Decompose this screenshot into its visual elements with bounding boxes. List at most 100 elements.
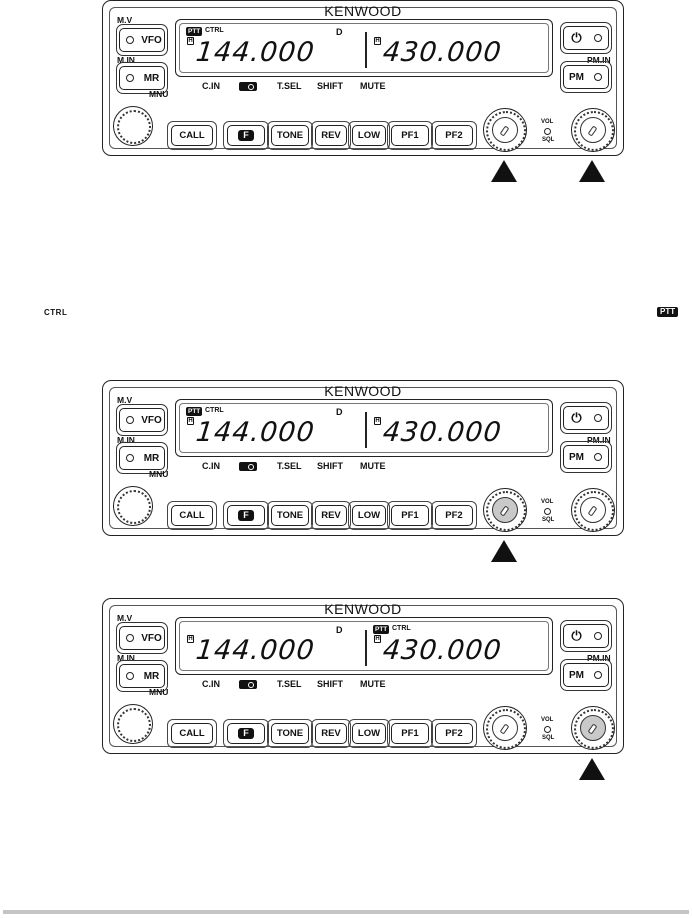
label-mv: M.V <box>117 15 133 25</box>
key-housing <box>223 501 269 530</box>
ctrl-indicator: CTRL <box>205 27 224 34</box>
knob-ring <box>486 491 526 531</box>
key-rev-button[interactable]: REV <box>315 125 347 146</box>
key-label: TONE <box>276 130 304 141</box>
label-mnu: MNU <box>149 687 169 697</box>
f-key-label: F <box>238 130 254 141</box>
power-button[interactable]: ⏻ <box>563 406 609 430</box>
key-f-button[interactable]: F <box>227 125 265 146</box>
pm-button[interactable]: PM <box>563 445 609 469</box>
key-label: LOW <box>357 510 381 521</box>
label-mv: M.V <box>117 395 133 405</box>
power-icon: ⏻ <box>571 30 582 45</box>
vol-sql-indicator-icon <box>544 508 551 515</box>
left-band-knob[interactable] <box>483 488 527 532</box>
left-band-knob[interactable] <box>483 706 527 750</box>
mr-button[interactable]: MR <box>119 664 165 688</box>
key-label: REV <box>321 510 341 521</box>
key-call-button[interactable]: CALL <box>171 125 213 146</box>
vfo-led-icon <box>126 634 134 642</box>
label-cin: C.IN <box>202 461 220 471</box>
key-rev-button[interactable]: REV <box>315 505 347 526</box>
key-housing <box>348 719 390 748</box>
key-pf2-button[interactable]: PF2 <box>435 505 473 526</box>
vfo-button-housing <box>116 622 168 654</box>
key-f-button[interactable]: F <box>227 505 265 526</box>
key-low-button[interactable]: LOW <box>352 723 386 744</box>
pm-button-housing <box>560 659 612 691</box>
left-frequency: 144.000 <box>194 635 317 666</box>
pm-button[interactable]: PM <box>563 65 609 89</box>
key-rev-button[interactable]: REV <box>315 723 347 744</box>
ptt-indicator: PTT <box>186 407 203 416</box>
label-vol: VOL <box>541 119 554 125</box>
key-tone-button[interactable]: TONE <box>271 125 309 146</box>
key-label: REV <box>321 130 341 141</box>
key-lock-icon <box>239 680 257 689</box>
pm-button-housing <box>560 61 612 93</box>
key-pf1-button[interactable]: PF1 <box>391 125 429 146</box>
power-button-housing <box>560 22 612 54</box>
label-shift: SHIFT <box>317 461 343 471</box>
label-shift: SHIFT <box>317 81 343 91</box>
knob-ring <box>574 491 614 531</box>
vfo-label: VFO <box>141 414 162 426</box>
power-led-icon <box>594 632 602 640</box>
power-button[interactable]: ⏻ <box>563 26 609 50</box>
key-f-button[interactable]: F <box>227 723 265 744</box>
key-pf1-button[interactable]: PF1 <box>391 723 429 744</box>
key-lock-icon <box>239 462 257 471</box>
band-divider <box>365 412 367 448</box>
key-label: LOW <box>357 728 381 739</box>
center-d-indicator: D <box>336 407 343 417</box>
key-pf2-button[interactable]: PF2 <box>435 723 473 744</box>
center-d-indicator: D <box>336 625 343 635</box>
power-button[interactable]: ⏻ <box>563 624 609 648</box>
key-housing <box>167 121 217 150</box>
vfo-button[interactable]: VFO <box>119 626 165 650</box>
main-tuning-knob[interactable] <box>113 106 153 146</box>
vfo-button[interactable]: VFO <box>119 28 165 52</box>
key-tone-button[interactable]: TONE <box>271 505 309 526</box>
key-low-button[interactable]: LOW <box>352 125 386 146</box>
right-band-knob[interactable] <box>571 488 615 532</box>
key-low-button[interactable]: LOW <box>352 505 386 526</box>
brand-logo: KENWOOD <box>324 601 402 617</box>
mr-button-housing <box>116 660 168 692</box>
main-tuning-knob[interactable] <box>113 486 153 526</box>
right-band-knob[interactable] <box>571 108 615 152</box>
mr-label: MR <box>143 452 160 464</box>
lcd-bezel <box>179 621 549 671</box>
left-band-knob[interactable] <box>483 108 527 152</box>
key-call-button[interactable]: CALL <box>171 723 213 744</box>
key-pf1-button[interactable]: PF1 <box>391 505 429 526</box>
ptt-legend-icon: PTT <box>657 307 679 317</box>
pm-led-icon <box>594 73 602 81</box>
pm-button[interactable]: PM <box>563 663 609 687</box>
key-tone-button[interactable]: TONE <box>271 723 309 744</box>
left-h-indicator: H <box>187 417 194 425</box>
vfo-button[interactable]: VFO <box>119 408 165 432</box>
key-housing <box>311 121 351 150</box>
right-band-knob[interactable] <box>571 706 615 750</box>
mr-button[interactable]: MR <box>119 66 165 90</box>
knob-ring <box>117 490 151 524</box>
pm-label: PM <box>569 669 584 681</box>
main-tuning-knob[interactable] <box>113 704 153 744</box>
key-label: PF1 <box>401 728 419 739</box>
key-housing <box>387 719 433 748</box>
mr-button-housing <box>116 62 168 94</box>
key-housing <box>167 501 217 530</box>
key-pf2-button[interactable]: PF2 <box>435 125 473 146</box>
key-housing <box>431 121 477 150</box>
knob-ring <box>574 111 614 151</box>
left-h-indicator: H <box>187 635 194 643</box>
key-label: TONE <box>276 728 304 739</box>
key-call-button[interactable]: CALL <box>171 505 213 526</box>
mr-button[interactable]: MR <box>119 446 165 470</box>
brand-logo: KENWOOD <box>324 3 402 19</box>
key-label: PF1 <box>401 130 419 141</box>
